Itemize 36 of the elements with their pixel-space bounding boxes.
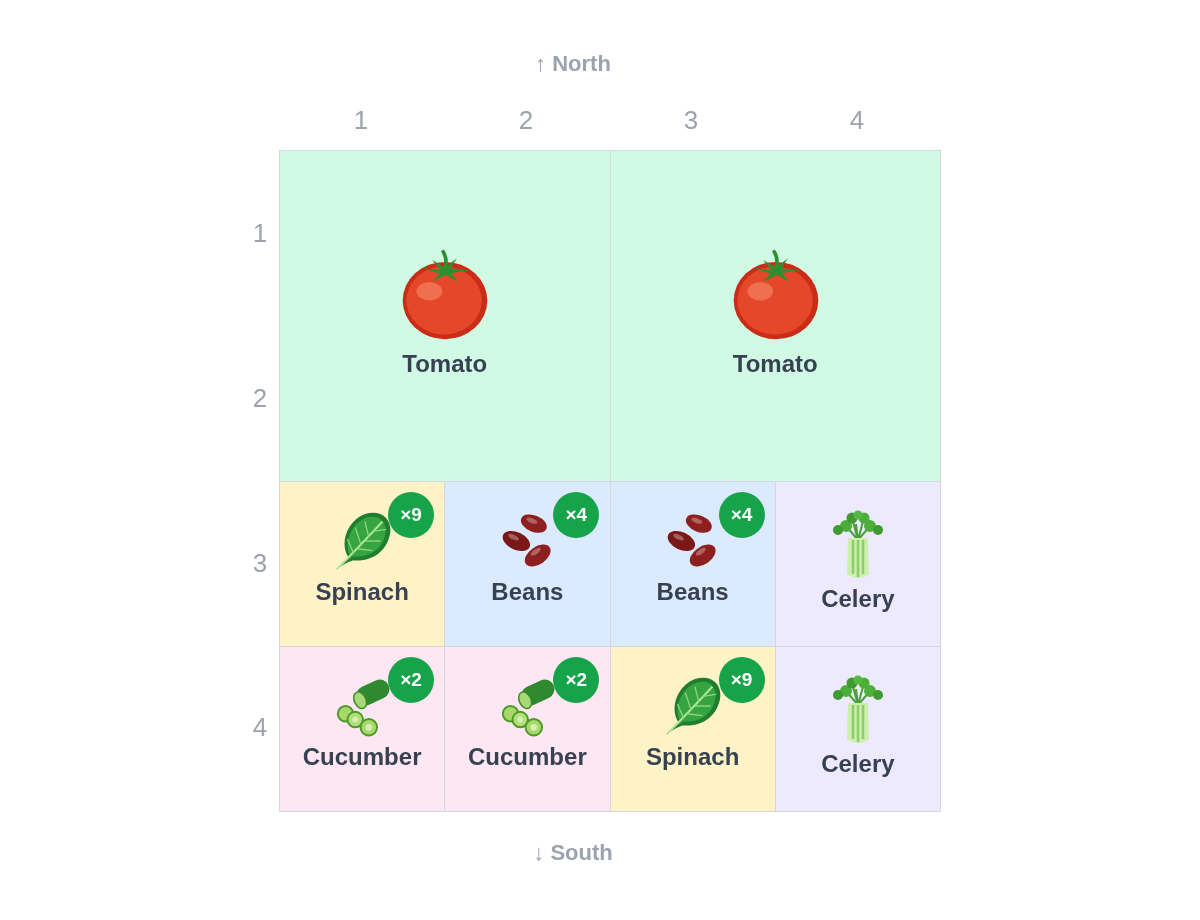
plant-name: Cucumber [468, 742, 587, 771]
count-badge: ×9 [718, 656, 765, 703]
column-number: 1 [353, 104, 369, 136]
garden-plot [279, 150, 611, 482]
column-number: 2 [518, 104, 534, 136]
column-number: 3 [683, 104, 699, 136]
count-badge: ×2 [553, 656, 600, 703]
garden-plot [279, 645, 446, 812]
garden-plot [444, 645, 611, 812]
plant-name: Tomato [402, 350, 488, 378]
plant-name: Cucumber [302, 742, 422, 771]
count-badge: ×9 [388, 491, 434, 538]
plant-name: Spinach [315, 577, 409, 606]
count-badge: ×4 [553, 491, 600, 538]
plant-name: Beans [656, 577, 729, 606]
garden-plot [444, 480, 611, 647]
row-number: 1 [252, 217, 268, 249]
row-number: 4 [252, 711, 268, 743]
compass-direction-label: ↑ North [535, 51, 611, 77]
count-badge: ×4 [718, 491, 765, 538]
plant-name: Beans [491, 577, 564, 606]
garden-plot [609, 480, 776, 647]
compass-direction-label: ↓ South [533, 840, 613, 866]
garden-plot [774, 480, 941, 647]
row-number: 2 [252, 382, 268, 414]
row-number: 3 [252, 547, 268, 579]
plant-name: Tomato [732, 350, 818, 378]
plant-name: Celery [821, 584, 895, 613]
plant-name: Celery [821, 749, 895, 778]
garden-plot [609, 150, 941, 482]
count-badge: ×2 [388, 656, 434, 703]
garden-plot [609, 645, 776, 812]
garden-plot [279, 480, 446, 647]
garden-plot [774, 645, 941, 812]
column-number: 4 [849, 104, 865, 136]
plant-name: Spinach [645, 742, 740, 771]
